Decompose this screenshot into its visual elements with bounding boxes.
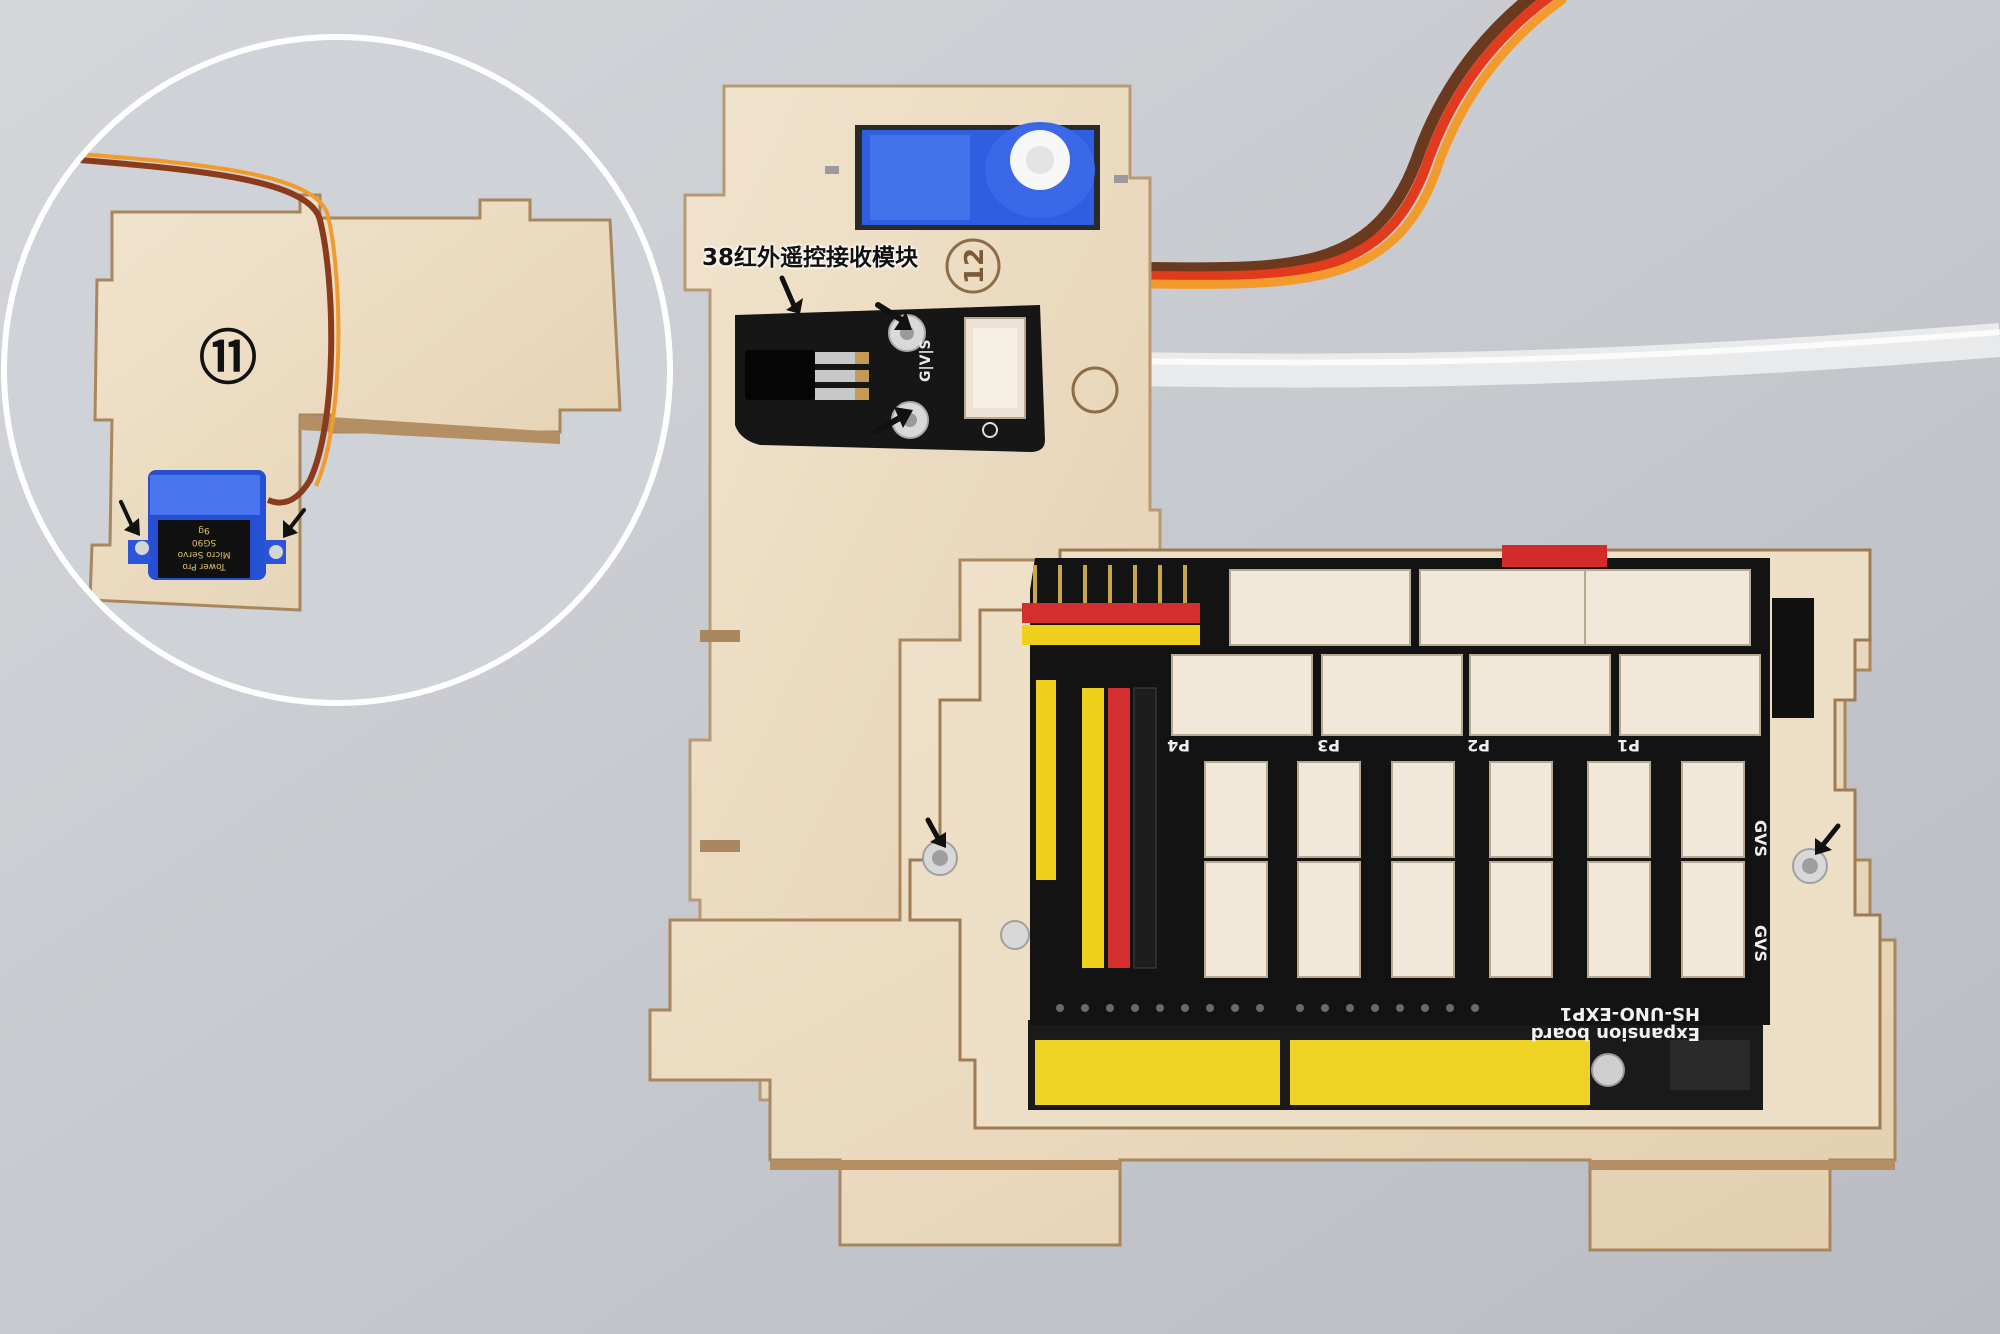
panel-slot (700, 840, 740, 852)
step-number: ⑪ (199, 324, 257, 392)
arrow-icon (872, 407, 913, 435)
expansion-board: P4 P3 P2 P1 GVS GVS HS-UNO-EXP1 Expansio… (1022, 545, 1814, 1110)
port-label: P1 (1617, 736, 1640, 755)
board-number: 12 (960, 248, 990, 284)
arrow-icon (1815, 823, 1841, 855)
screw-slot (1114, 175, 1128, 183)
mounting-screw (1000, 920, 1030, 950)
ir-receiver-module: G|V|S (735, 305, 1045, 452)
arrow-icon (779, 275, 803, 314)
mounting-screw (922, 840, 958, 876)
dc-jack (1772, 598, 1814, 718)
servo-cable (1144, 0, 1567, 289)
inset-circle: Tower Pro Micro Servo SG90 9g ⑪ (1, 34, 673, 706)
plate-edge (770, 1160, 1120, 1170)
port-label: P3 (1317, 736, 1340, 755)
module-label: 38红外遥控接收模块 (702, 245, 919, 271)
gvs-label: GVS (1751, 925, 1770, 962)
servo-weight: 9g (198, 525, 209, 535)
port-label: P2 (1467, 736, 1490, 755)
mounting-screw (1792, 848, 1828, 884)
port-label: P4 (1167, 736, 1190, 755)
jst-connector-grid (1204, 761, 1745, 978)
arrow-icon (875, 302, 912, 330)
board-number-badge-2 (1071, 366, 1119, 414)
servo-top (862, 122, 1095, 225)
module-pin-label: G|V|S (918, 339, 934, 382)
arrow-icon (925, 817, 946, 848)
servo-brand: Tower Pro (182, 561, 227, 571)
header-red (1502, 545, 1607, 567)
ir-receiver-sensor (745, 350, 815, 400)
gvs-label: GVS (1751, 820, 1770, 857)
panel-slot (700, 630, 740, 642)
board-number-badge: 12 (945, 238, 1001, 294)
board-name: HS-UNO-EXP1 (1560, 1003, 1700, 1024)
servo-model: SG90 (192, 537, 216, 547)
servo-type: Micro Servo (177, 549, 230, 559)
plate-edge (1590, 1160, 1895, 1170)
screw-slot (825, 166, 839, 174)
board-subtitle: Expansion board (1531, 1023, 1700, 1044)
